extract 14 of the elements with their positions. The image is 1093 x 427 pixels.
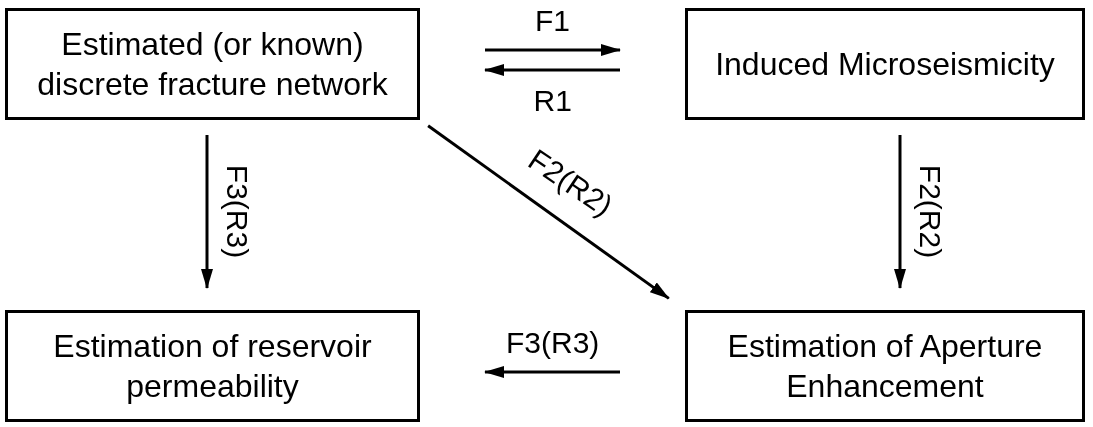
arrow (484, 366, 620, 378)
process-box (685, 310, 1085, 422)
arrow (201, 135, 213, 289)
box-text: Estimated (or known) discrete fracture network (36, 25, 389, 104)
arrow (484, 64, 620, 76)
process-box (5, 310, 420, 422)
box-text: Estimation of Aperture Enhancement (726, 327, 1044, 406)
process-box (5, 8, 420, 120)
arrow (894, 135, 906, 289)
arrow (427, 124, 670, 300)
box-text: Induced Microseismicity (715, 45, 1055, 84)
process-box (685, 8, 1085, 120)
box-text: Estimation of reservoir permeability (52, 327, 373, 406)
arrow (485, 44, 621, 56)
